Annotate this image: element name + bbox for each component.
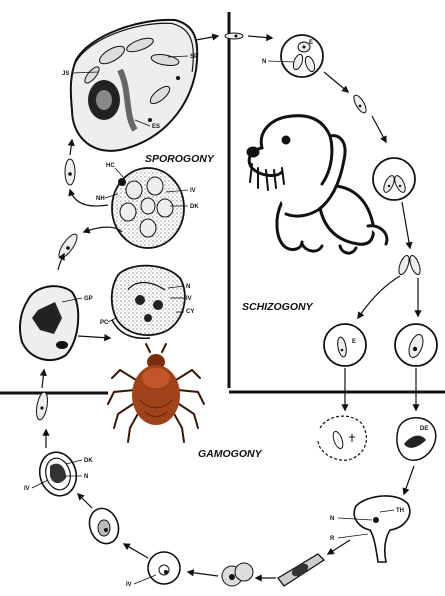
dog-illustration [248, 116, 387, 253]
label-n-bottom: N [330, 516, 334, 522]
elongated-gamont [278, 554, 324, 586]
stage-title-schizogony: SCHIZOGONY [242, 301, 314, 313]
label-n-gamogony: N [84, 474, 88, 480]
dividing-gamont [222, 563, 253, 586]
gamete-free [35, 391, 50, 420]
label-r: R [330, 536, 335, 542]
label-js: JS [62, 71, 69, 77]
host-cell-initial [281, 35, 323, 77]
label-de: DE [420, 426, 428, 432]
zoite-left-chain [56, 159, 80, 260]
arrow-release [196, 36, 218, 40]
lysed-cell [318, 416, 366, 460]
merozoite-free [352, 93, 369, 114]
sporozoite-free [225, 33, 243, 39]
label-iv-bottom: IV [126, 582, 132, 588]
stage-title-sporogony: SPOROGONY [145, 153, 215, 165]
label-dk-gamogony: DK [84, 458, 93, 464]
oocyst-dividing [112, 266, 185, 339]
schizont-e [324, 324, 366, 366]
label-es: ES [152, 124, 160, 130]
gamete-cell-iv [148, 552, 180, 584]
label-cy: CY [186, 309, 194, 315]
label-iv-gamogony: IV [24, 486, 30, 492]
label-dk-sporocyst: DK [190, 204, 199, 210]
degenerating-cell [397, 418, 436, 460]
gamont-in-host [35, 448, 81, 500]
label-sp: SP [190, 54, 198, 60]
schizont-n [395, 324, 437, 366]
label-e-schizont: E [352, 339, 356, 345]
host-cell-second [373, 158, 415, 200]
label-pc: PC [100, 320, 109, 326]
label-nh: NH [96, 196, 105, 202]
paired-merozoites [397, 254, 422, 276]
macrogamete [85, 504, 124, 547]
label-e-top: E [309, 40, 313, 46]
label-n-cyst: N [186, 284, 190, 290]
label-th: TH [396, 508, 404, 514]
zygote-cell [20, 286, 78, 360]
label-n-top: N [262, 59, 266, 65]
sporozoite-filled-cell [71, 20, 197, 151]
tick-illustration [108, 344, 204, 442]
stage-title-gamogony: GAMOGONY [198, 448, 263, 460]
label-gp: GP [84, 296, 93, 302]
sporocyst-cluster [112, 168, 184, 248]
tissue-host-cell [354, 496, 410, 562]
label-hc: HC [106, 163, 115, 169]
label-iv-cyst: IV [186, 296, 192, 302]
label-iv-sporocyst: IV [190, 188, 196, 194]
